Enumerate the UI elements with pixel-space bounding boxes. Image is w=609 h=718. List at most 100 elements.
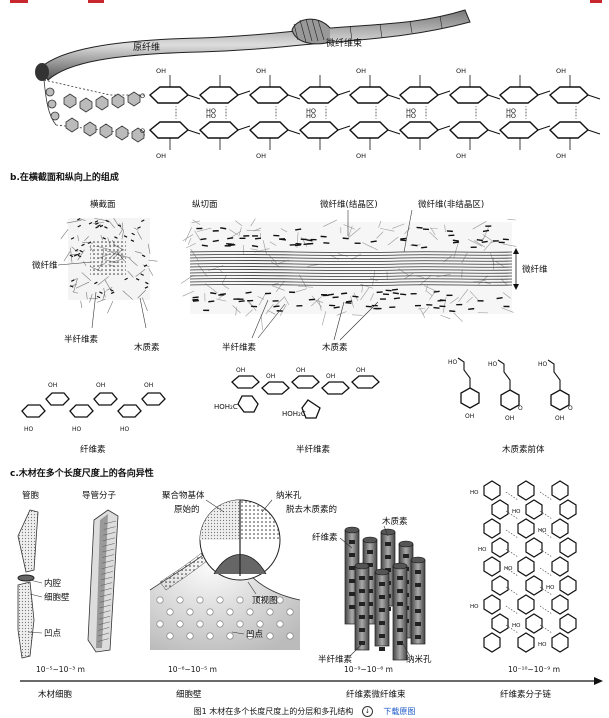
top-view-label: 顶视图 [252,595,278,606]
lignin-block [397,628,403,632]
wood-cells-diagram [17,509,119,659]
lignin-dash [69,254,74,258]
chain-ring [517,594,535,615]
axis-label-cell-wall: 细胞壁 [176,689,202,700]
microfibril-line [189,281,513,283]
chain-ring [559,537,577,558]
hydroxyl-label: OH [465,413,474,420]
hydroxyl-label: OH [505,415,514,422]
ho-group-label: HO [506,107,516,115]
hemicellulose-strand [343,224,356,230]
lignin-dash [201,244,208,247]
glucose-ring [298,121,340,139]
download-icon[interactable]: ↓ [361,706,373,717]
pit-circle [186,632,194,640]
hydroxyl-label: OH [266,373,275,380]
hemicellulose-ring [321,381,350,395]
lignin-dash [476,238,483,242]
lignin-dash [81,243,85,247]
rope-coils [293,15,443,43]
microfibril-bundle-label: 微纤维束 [326,37,362,49]
scale-label-2: 10⁻⁶~10⁻⁵ m [168,665,217,674]
hemicellulose-strand [245,309,253,317]
glycosidic-bond [487,129,501,135]
pit-circle [176,596,184,604]
vessel-wall-line [101,559,114,564]
glucose-ring [498,86,540,104]
lignin-dash [137,226,141,229]
hemicellulose-strand [75,281,90,289]
hemicellulose-strand [425,285,428,292]
hydroxyl-label: HO [448,359,458,366]
glycosidic-bond [387,129,401,135]
lignin-dash [341,292,348,295]
hemicellulose-strand [370,293,374,301]
cellulose-ring [45,392,70,406]
lignin-dash [102,237,106,240]
hemicellulose-strand [250,218,256,227]
pit-label-1: 凹点 [44,629,62,639]
glycosidic-bond [587,94,601,100]
hemicellulose-strand [267,309,276,315]
microfibril-line [189,284,513,286]
vessel-wall-line [100,576,113,581]
hemicellulose-strand [141,297,148,312]
hydrogen-bond [505,567,519,577]
ho-group-label: HO [206,107,216,115]
hemicellulose-strand [425,290,433,296]
lignin-block [349,592,355,596]
scale-label-3: 10⁻⁹~10⁻⁶ m [344,665,393,674]
lignin-dash [117,224,122,227]
lignin-block [367,589,373,593]
hemicellulose-strand [258,293,266,306]
hydroxyl-label: OH [296,367,305,374]
pit-label-2: 凹点 [246,630,264,640]
pit-circle [286,608,294,616]
delignified-label: 脱去木质素的 [286,504,337,515]
ho-group-label: HO [306,107,316,115]
leader-line [383,525,389,537]
glycosidic-bond [537,125,551,131]
oh-group-label: OH [256,67,266,75]
lignin-dash [433,290,440,293]
pit-circle [266,632,274,640]
lignin-dash [400,293,407,296]
pit-circle [176,620,184,628]
hemicellulose-strand [235,220,243,227]
glycosidic-bond [487,94,501,100]
hemicellulose-strand [66,220,82,224]
download-original-link[interactable]: 下载原图 [383,707,416,716]
panel-b-title: b.在横截面和纵向上的组成 [10,171,119,183]
glucose-ring [148,121,190,139]
pit-circle [166,608,174,616]
hemicellulose-strand [82,261,87,266]
propenyl-chain [457,357,471,388]
hemicellulose-strand [192,219,201,225]
hemicellulose-strand [148,268,154,276]
hemicellulose-strand [63,251,71,262]
lignin-block [415,570,421,574]
hydroxyl-label: OH [96,382,105,389]
rod-top [392,562,408,570]
hemicellulose-strand [128,258,138,267]
hemicellulose-strand [482,234,493,241]
hemicellulose-strand [370,246,378,251]
hemicellulose-strand [424,285,438,292]
leader-line [401,641,411,657]
hydrogen-bond [539,567,553,577]
pit-circle [236,620,244,628]
hemicellulose-strand [419,274,432,286]
hemicellulose-strand [113,217,119,226]
lignin-dash [245,291,252,294]
protofibril-label: 原纤维 [133,41,160,53]
chain-ring [551,632,569,653]
hemicellulose-strand [275,280,285,292]
hemicellulose-strand [97,276,109,286]
chain-ring [483,518,501,539]
hydroxyl-label: HO [72,426,82,433]
hemicellulose-strand [235,307,237,316]
cellulose-ring [21,404,46,418]
lignin-precursor-caption: 木质素前体 [502,444,545,455]
